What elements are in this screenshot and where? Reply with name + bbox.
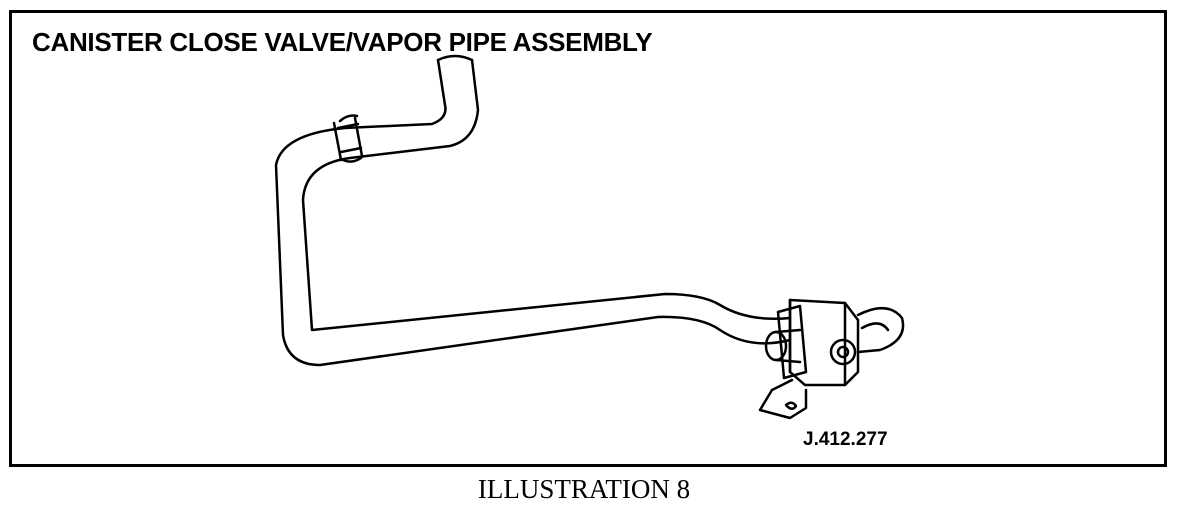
hose-clamp-band bbox=[336, 122, 363, 154]
hose-clamp bbox=[332, 114, 364, 163]
valve-front-port-tube bbox=[774, 328, 802, 364]
valve-hose-inner bbox=[860, 322, 890, 332]
valve-front-port bbox=[764, 330, 788, 362]
valve-side-knob-center bbox=[836, 345, 850, 359]
illustration-frame: CANISTER CLOSE VALVE/VAPOR PIPE ASSEMBLY… bbox=[9, 10, 1167, 467]
valve-hose bbox=[856, 307, 905, 354]
vapor-pipe-outline-outer bbox=[274, 58, 792, 367]
valve-body bbox=[788, 298, 860, 387]
vapor-pipe-outline-inner bbox=[301, 58, 792, 332]
illustration-caption: ILLUSTRATION 8 bbox=[477, 474, 691, 504]
valve-side-knob bbox=[829, 338, 857, 366]
pipe-end-cap bbox=[436, 54, 474, 62]
part-number-label: J.412.277 bbox=[803, 429, 888, 450]
mounting-bracket bbox=[758, 378, 808, 420]
mounting-bracket-hole bbox=[784, 401, 798, 410]
diagram-title: CANISTER CLOSE VALVE/VAPOR PIPE ASSEMBLY bbox=[32, 27, 653, 57]
